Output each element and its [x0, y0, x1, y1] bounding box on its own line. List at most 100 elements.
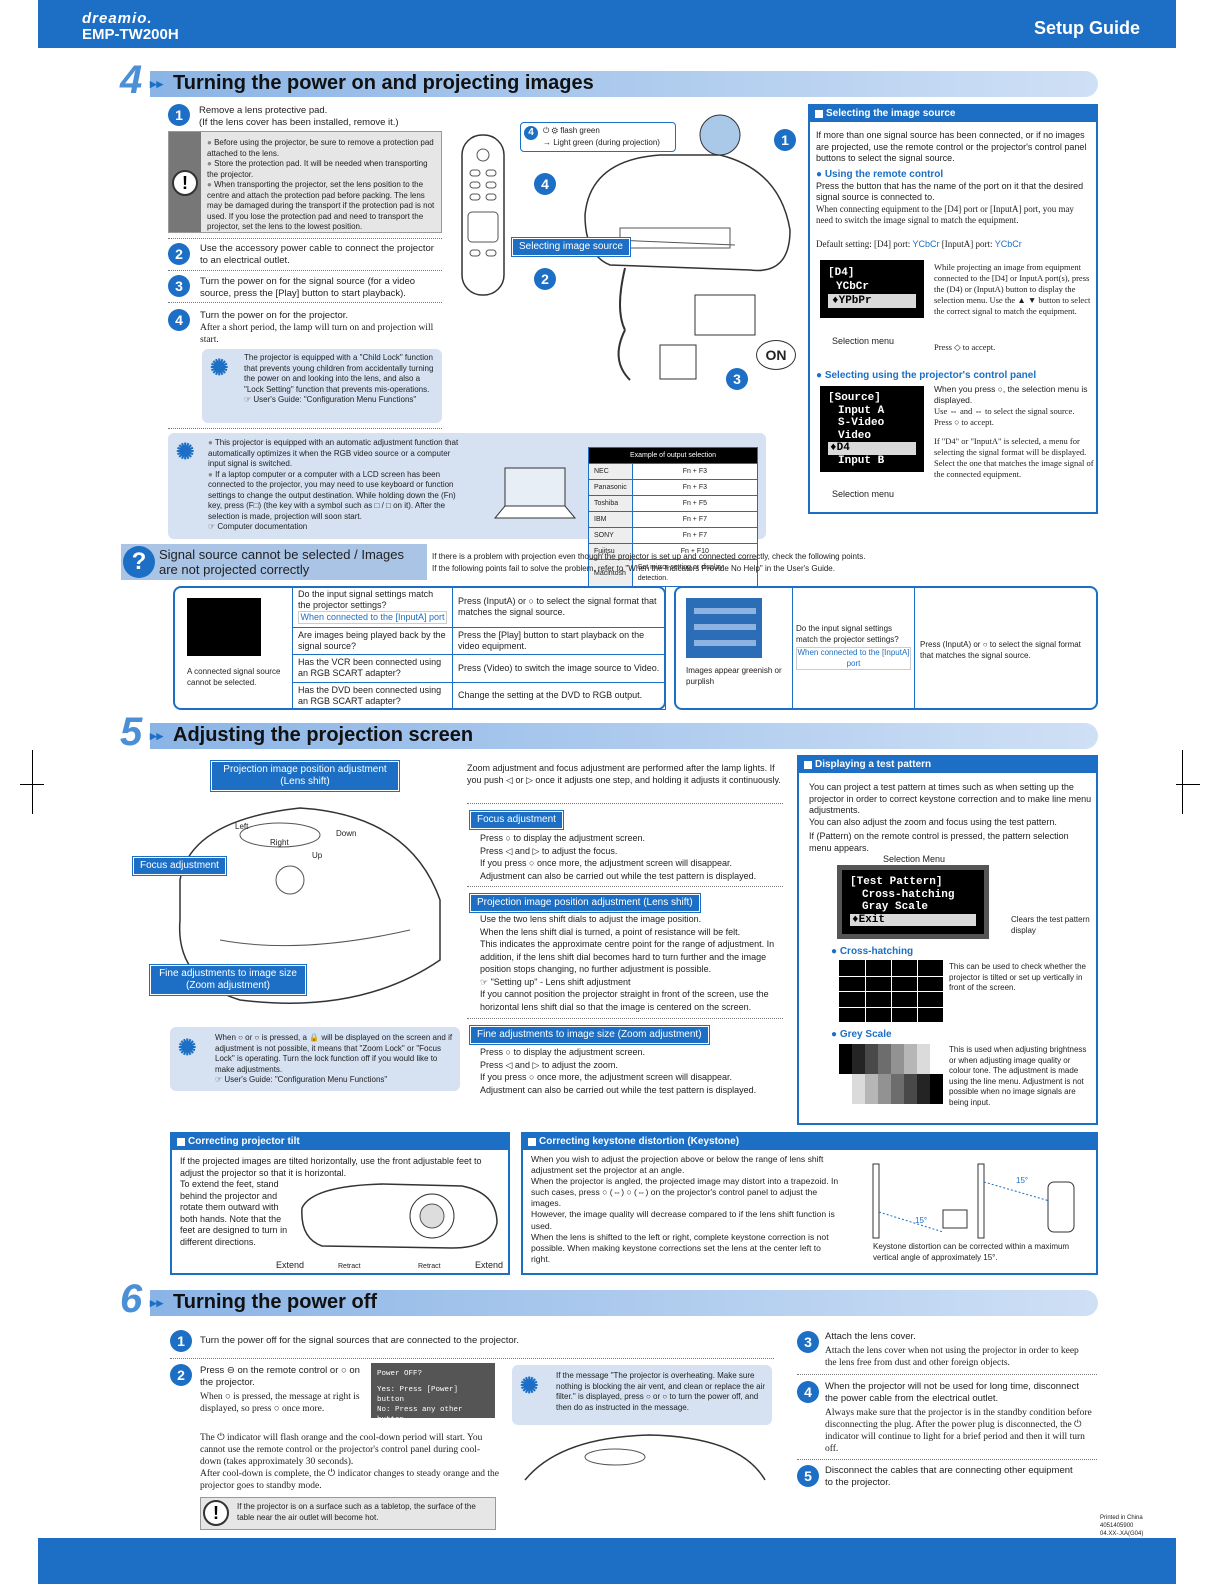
- crop-mark: [1182, 750, 1183, 814]
- trouble-caption: A connected signal source cannot be sele…: [187, 667, 281, 687]
- table-head: Example of output selection: [588, 447, 758, 464]
- step-number: 2: [168, 243, 190, 265]
- crop-mark: [1176, 784, 1200, 785]
- warning-item: When transporting the projector, set the…: [207, 180, 439, 233]
- extend-label: Extend: [276, 1260, 305, 1270]
- table-row: Do the input signal settings match the p…: [292, 586, 666, 628]
- menu-caption: Selection menu: [832, 336, 895, 346]
- menu-caption: Selection menu: [832, 489, 895, 499]
- default-setting: Default setting: [D4] port: YCbCr [Input…: [816, 239, 1022, 249]
- section-bar: [150, 71, 1098, 97]
- question-icon: ?: [123, 546, 155, 578]
- step-text: Use the accessory power cable to connect…: [200, 243, 434, 266]
- step-text: Turn the power on for the signal source …: [200, 276, 416, 299]
- tip-box: ✺ The projector is equipped with a "Chil…: [202, 349, 442, 423]
- box-title: Correcting keystone distortion (Keystone…: [523, 1134, 1096, 1150]
- keystone-illustration: [872, 1163, 1075, 1239]
- step-number: 1: [168, 104, 190, 126]
- remote-text: Press the button that has the name of th…: [816, 181, 1084, 202]
- warning-box: ! If the projector is on a surface such …: [200, 1497, 496, 1530]
- focus-head: Focus adjustment: [469, 810, 564, 830]
- direction-label: Left: [235, 822, 249, 831]
- guide-title: Setup Guide: [1033, 18, 1140, 38]
- callout-text: → Light green (during projection): [543, 138, 660, 147]
- focus-text: Press ○ to display the adjustment screen…: [480, 833, 757, 881]
- warning-icon: !: [172, 170, 198, 196]
- brand-logo: dreamio.: [82, 10, 153, 27]
- step4-line: Turn the power on for the projector.: [200, 310, 349, 321]
- box-title: Selecting the image source: [810, 106, 1096, 122]
- header-bar: [38, 0, 1176, 48]
- menu-instruction: Press ◇ to accept.: [934, 342, 996, 352]
- warning-text: If the projector is on a surface such as…: [237, 1502, 476, 1522]
- arrows-icon: ▸▸: [150, 728, 164, 743]
- projector-illustration: [461, 114, 791, 381]
- step1-line: Remove a lens protective pad.: [199, 105, 328, 116]
- lightbulb-icon: ✺: [520, 1373, 539, 1398]
- callout-text: flash green: [560, 126, 600, 135]
- callout-number: 4: [524, 126, 538, 140]
- tip-text: If the message "The projector is overhea…: [556, 1371, 766, 1412]
- section-title: Turning the power off: [173, 1291, 378, 1313]
- lens-shift-label: Projection image position adjustment (Le…: [210, 760, 400, 792]
- angle-label: 15°: [915, 1216, 928, 1225]
- step-number: 4: [168, 309, 190, 331]
- trouble-answer: Press (InputA) or ○ to select the signal…: [920, 640, 1081, 660]
- step-text: When the projector will not be used for …: [825, 1381, 1092, 1454]
- indicator-callout: 4 ⏻ ⚙ flash green → Light green (during …: [520, 122, 676, 152]
- section-number: 4: [120, 58, 143, 102]
- selecting-source-box: Selecting the image source If more than …: [808, 104, 1098, 514]
- tip-ref-text: User's Guide: "Configuration Menu Functi…: [224, 1075, 388, 1084]
- tip-box: ✺ When ○ or ○ is pressed, a 🔒 will be di…: [170, 1027, 460, 1091]
- step-text: Turn the power off for the signal source…: [200, 1335, 519, 1346]
- zoom-text: Press ○ to display the adjustment screen…: [480, 1047, 757, 1095]
- section-title: Adjusting the projection screen: [173, 724, 474, 746]
- extend-label: Extend: [475, 1260, 504, 1270]
- zoom-head: Fine adjustments to image size (Zoom adj…: [469, 1025, 710, 1045]
- retract-label: Retract: [418, 1263, 441, 1270]
- step-text: Attach the lens cover.Attach the lens co…: [825, 1331, 1079, 1368]
- box-intro: If more than one signal source has been …: [816, 130, 1087, 163]
- adjust-intro: Zoom adjustment and focus adjustment are…: [467, 763, 781, 785]
- lightbulb-icon: ✺: [178, 1035, 197, 1060]
- step-number: 2: [170, 1364, 192, 1386]
- tilt-text: If the projected images are tilted horiz…: [180, 1156, 482, 1178]
- crosshatch-text: This can be used to check whether the pr…: [949, 962, 1086, 992]
- laptop-illustration: [493, 467, 577, 519]
- footer-bar: [38, 1538, 1176, 1584]
- step-text: Remove a lens protective pad.(If the len…: [199, 105, 449, 129]
- subhead-text: Selecting using the projector's control …: [824, 370, 1037, 381]
- step-number: 5: [797, 1465, 819, 1487]
- tip-ref: ☞ Computer documentation: [208, 522, 308, 531]
- greyscale-pattern: [839, 1044, 943, 1104]
- step4-line: After a short period, the lamp will turn…: [200, 323, 434, 345]
- test-text: You can project a test pattern at times …: [809, 782, 1092, 853]
- arrows-icon: ▸▸: [150, 76, 164, 91]
- focus-label: Focus adjustment: [132, 856, 227, 876]
- shift-head: Projection image position adjustment (Le…: [469, 893, 701, 913]
- tip-item: If a laptop computer or a computer with …: [208, 470, 463, 523]
- step-number: 4: [797, 1381, 819, 1403]
- keystone-caption: Keystone distortion can be corrected wit…: [873, 1242, 1070, 1262]
- section-number: 5: [120, 710, 143, 754]
- menu-caption: Selection Menu: [883, 854, 946, 864]
- keystone-box: Correcting keystone distortion (Keystone…: [521, 1132, 1098, 1275]
- retract-label: Retract: [338, 1263, 361, 1270]
- lightbulb-icon: ✺: [210, 355, 229, 380]
- tilt-box: Correcting projector tilt If the project…: [170, 1132, 510, 1275]
- step-text: The ⏻ indicator will flash orange and th…: [200, 1433, 500, 1491]
- trouble-table-left: A connected signal source cannot be sele…: [173, 586, 666, 711]
- step-text: Turn the power on for the projector. Afte…: [200, 310, 445, 346]
- table-row: Has the DVD been connected using an RGB …: [292, 681, 666, 711]
- section-bar: [150, 723, 1098, 749]
- step-text: Disconnect the cables that are connectin…: [825, 1465, 1073, 1488]
- subhead-text: Using the remote control: [824, 169, 944, 180]
- projector-top-illustration: [178, 807, 441, 1004]
